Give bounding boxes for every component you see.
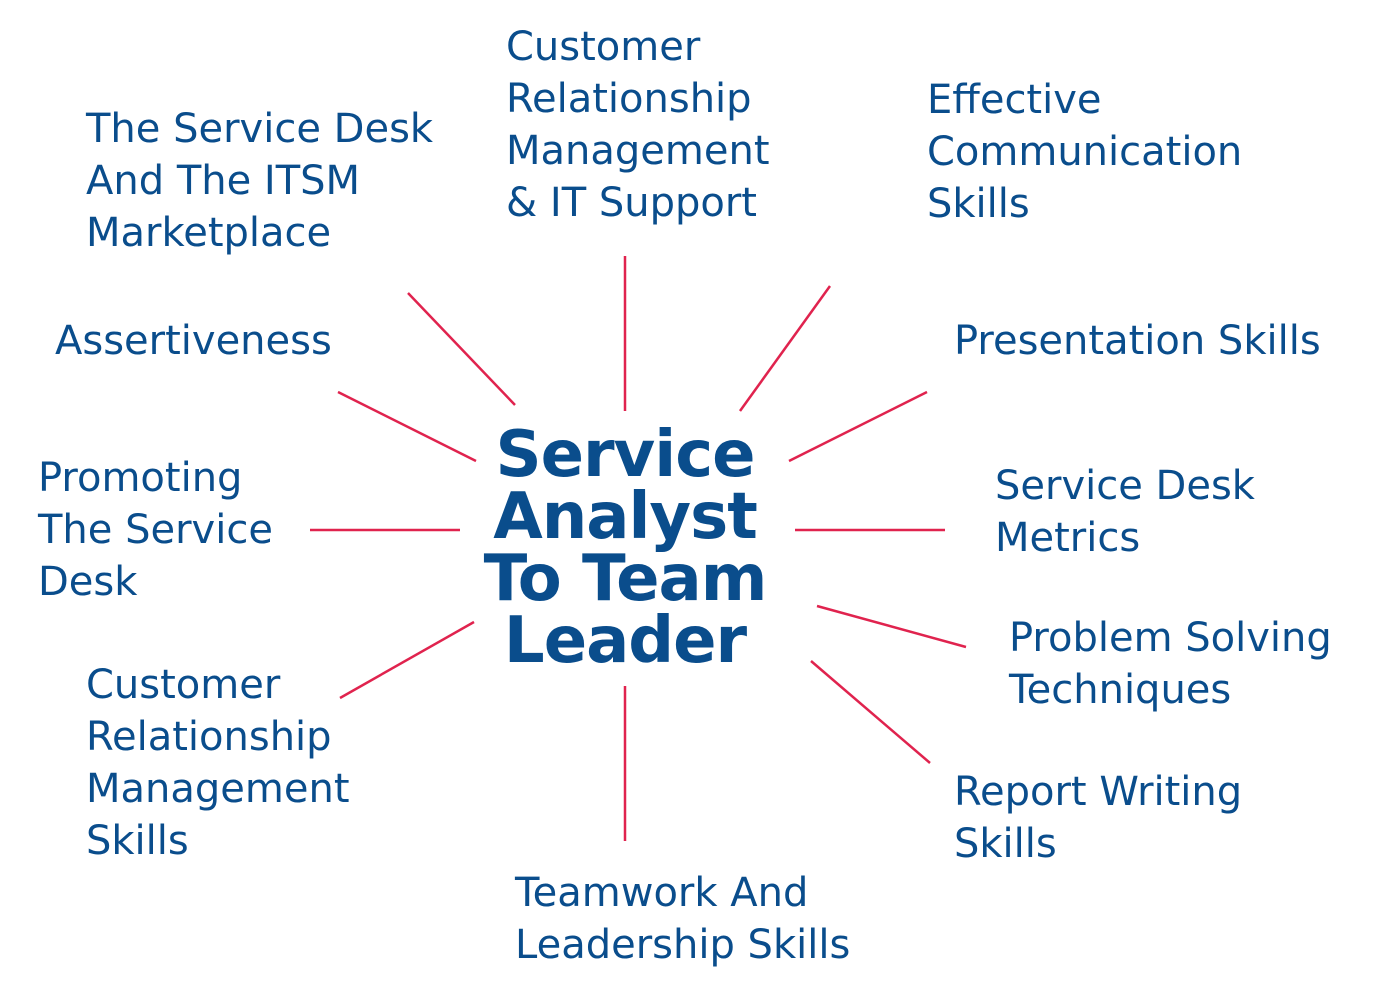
node-line: Skills xyxy=(954,821,1057,867)
node-line: The Service Desk xyxy=(86,106,434,152)
node-problem-solving: Problem Solving Techniques xyxy=(1009,612,1332,716)
node-line: Communication xyxy=(927,129,1243,175)
node-service-desk-metrics: Service Desk Metrics xyxy=(995,460,1255,564)
node-line: Assertiveness xyxy=(55,318,332,364)
node-line: Effective xyxy=(927,77,1102,123)
node-line: Teamwork And xyxy=(515,870,809,916)
node-line: Presentation Skills xyxy=(954,318,1321,364)
spoke-to-report-writing xyxy=(810,660,931,764)
node-crm-skills: Customer Relationship Management Skills xyxy=(86,659,350,867)
node-promoting-service-desk: Promoting The Service Desk xyxy=(38,452,273,608)
node-report-writing: Report Writing Skills xyxy=(954,766,1242,870)
node-line: Leadership Skills xyxy=(515,922,851,968)
node-line: Skills xyxy=(86,818,189,864)
node-line: The Service xyxy=(38,507,273,553)
node-line: Promoting xyxy=(38,455,243,501)
spoke-to-assertiveness xyxy=(337,390,477,463)
node-line: Skills xyxy=(927,181,1030,227)
center-title: Service Analyst To Team Leader xyxy=(470,418,780,678)
node-line: Marketplace xyxy=(86,210,332,256)
node-line: Management xyxy=(86,766,350,812)
spoke-to-presentation-skills xyxy=(788,390,928,463)
spoke-to-effective-communication xyxy=(738,285,832,412)
node-effective-communication: Effective Communication Skills xyxy=(927,74,1242,230)
node-line: Relationship xyxy=(506,76,752,122)
node-line: Desk xyxy=(38,559,138,605)
node-crm-it-support: Customer Relationship Management & IT Su… xyxy=(506,21,770,229)
spoke-to-service-desk-itsm xyxy=(407,292,516,406)
node-teamwork-leadership: Teamwork And Leadership Skills xyxy=(515,867,850,971)
node-line: Problem Solving xyxy=(1009,615,1332,661)
node-assertiveness: Assertiveness xyxy=(55,315,332,367)
node-presentation-skills: Presentation Skills xyxy=(954,315,1321,367)
node-line: Service Desk xyxy=(995,463,1255,509)
node-line: Management xyxy=(506,128,770,174)
center-title-line: To Team xyxy=(483,542,768,616)
node-line: Metrics xyxy=(995,515,1141,561)
node-line: & IT Support xyxy=(506,180,757,226)
center-title-line: Service xyxy=(495,418,755,492)
node-line: Customer xyxy=(86,662,281,708)
node-service-desk-itsm: The Service Desk And The ITSM Marketplac… xyxy=(86,103,433,259)
node-line: Customer xyxy=(506,24,701,70)
node-line: Report Writing xyxy=(954,769,1243,815)
node-line: Relationship xyxy=(86,714,332,760)
node-line: Techniques xyxy=(1009,667,1232,713)
center-title-line: Analyst xyxy=(493,480,758,554)
spoke-to-problem-solving xyxy=(816,604,967,649)
node-line: And The ITSM xyxy=(86,158,361,204)
spoke-to-crm-skills xyxy=(339,620,475,700)
center-title-line: Leader xyxy=(503,604,747,678)
